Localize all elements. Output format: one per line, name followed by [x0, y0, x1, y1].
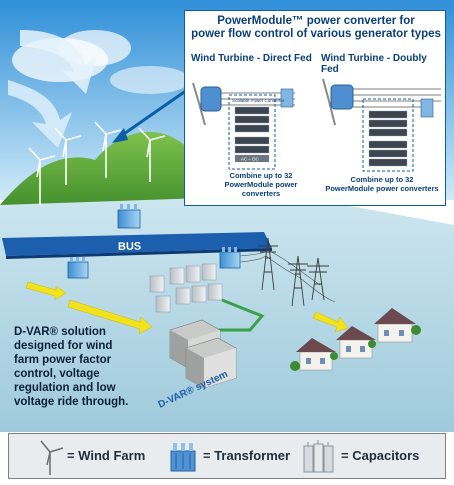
bus-bar-edge — [6, 248, 272, 259]
transformer-icon — [170, 443, 196, 472]
legend: = Wind Farm = Transformer = Capacitors — [8, 433, 446, 479]
transformer — [67, 257, 89, 279]
bus-label: BUS — [118, 241, 141, 253]
transformer — [117, 204, 141, 229]
house — [336, 326, 376, 359]
callout-arrowhead — [112, 128, 128, 143]
left-combine-line1: Combine up to 32 — [229, 171, 293, 180]
legend-wind-farm: = Wind Farm — [67, 448, 146, 463]
inset-title-line2: power flow control of various generator … — [191, 28, 441, 40]
acdc-label: AC – DC — [241, 157, 260, 162]
inset-title-line1: PowerModule™ power converter for — [217, 15, 415, 27]
description-line4: control, voltage — [14, 368, 100, 380]
wind-turbine-icon — [40, 440, 64, 475]
wind-turbine — [28, 147, 56, 205]
transmission-tower — [288, 255, 308, 307]
wind-turbine — [54, 127, 82, 185]
converter-diagrams: Scalable Power Converter AC – DC — [192, 78, 441, 172]
transmission-tower — [307, 257, 329, 301]
wind-turbine — [138, 127, 166, 182]
description-line6: voltage ride through. — [14, 396, 129, 408]
wind-turbine — [94, 121, 122, 178]
dvar-cable — [215, 298, 265, 332]
dvar-description: D-VAR® solution designed for wind farm p… — [14, 325, 164, 409]
house — [296, 338, 336, 371]
power-flow-arrow — [25, 281, 67, 301]
power-flow-arrow — [312, 311, 349, 333]
right-combine-line1: Combine up to 32 — [350, 175, 414, 184]
powermodule-inset: PowerModule™ power converter for power f… — [184, 10, 446, 206]
house — [374, 308, 416, 343]
right-combine-caption: Combine up to 32 PowerModule power conve… — [323, 175, 441, 193]
doubly-fed-title: Wind Turbine - Doubly Fed — [321, 53, 427, 75]
transmission-tower — [258, 237, 278, 291]
direct-fed-title: Wind Turbine - Direct Fed — [191, 53, 312, 64]
inset-title: PowerModule™ power converter for power f… — [191, 15, 441, 41]
description-line2: designed for wind — [14, 340, 113, 352]
callout-arrow — [117, 86, 191, 140]
capacitors-icon — [303, 440, 334, 473]
converter-label: Scalable Power Converter — [232, 98, 285, 103]
direct-fed-diagram: Scalable Power Converter AC – DC — [192, 82, 295, 170]
wind-arrow — [8, 80, 72, 148]
description-line3: farm power factor — [14, 354, 112, 366]
doubly-fed-diagram — [322, 78, 441, 172]
description-line5: regulation and low — [14, 382, 116, 394]
capacitor-bank — [149, 263, 223, 313]
hill — [0, 131, 230, 215]
left-combine-line2: PowerModule power converters — [224, 180, 298, 198]
power-flow-arrow — [67, 299, 153, 335]
cloud — [110, 66, 190, 94]
left-combine-caption: Combine up to 32 PowerModule power conve… — [209, 171, 313, 198]
right-combine-line2: PowerModule power converters — [325, 184, 439, 193]
legend-capacitors: = Capacitors — [341, 448, 420, 463]
transformer — [219, 247, 241, 269]
tree — [290, 325, 421, 371]
wind-arrow — [20, 30, 96, 94]
dvar-system — [169, 319, 237, 389]
description-line1: D-VAR® solution — [14, 326, 106, 338]
legend-transformer: = Transformer — [203, 448, 291, 463]
bus-bar — [2, 232, 272, 256]
